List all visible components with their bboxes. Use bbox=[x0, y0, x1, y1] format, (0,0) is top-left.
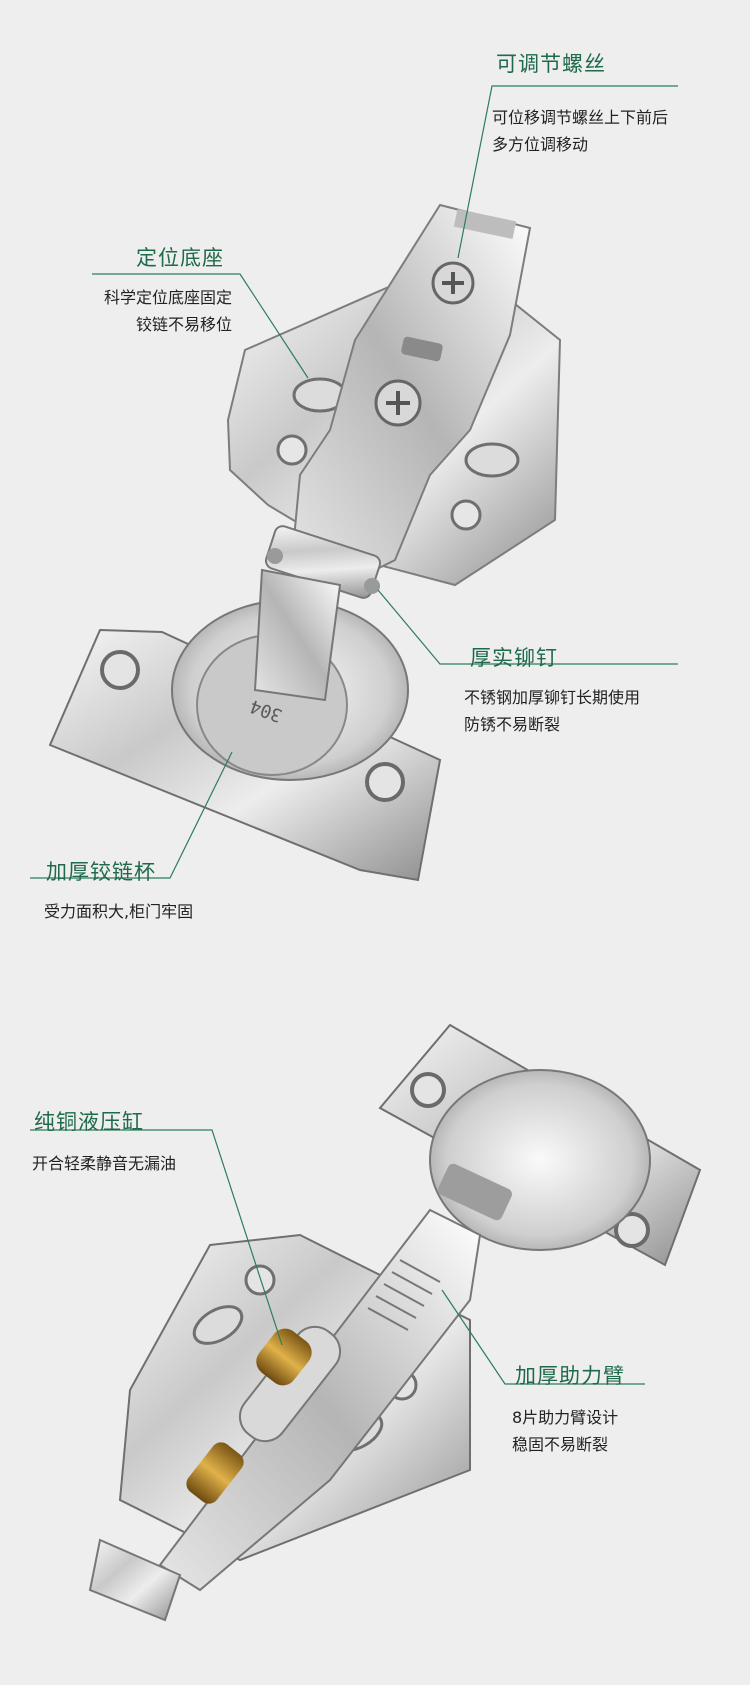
feature-desc-line: 开合轻柔静音无漏油 bbox=[32, 1154, 177, 1173]
bottom-hinge bbox=[88, 1023, 702, 1622]
feature-desc-line: 8片助力臂设计 bbox=[512, 1408, 619, 1427]
feature-desc-line: 科学定位底座固定 bbox=[103, 288, 232, 307]
feature-title-arm: 加厚助力臂 bbox=[515, 1364, 625, 1388]
feature-title-cup: 加厚铰链杯 bbox=[46, 860, 156, 884]
feature-desc-rivet: 不锈钢加厚铆钉长期使用 防锈不易断裂 bbox=[464, 684, 640, 738]
feature-desc-line: 可位移调节螺丝上下前后 bbox=[492, 108, 669, 127]
feature-desc-line: 稳固不易断裂 bbox=[512, 1435, 609, 1454]
feature-desc-cylinder: 开合轻柔静音无漏油 bbox=[32, 1150, 176, 1177]
feature-desc-line: 防锈不易断裂 bbox=[464, 715, 561, 734]
feature-title-base: 定位底座 bbox=[136, 246, 224, 270]
feature-title-adjust-screw: 可调节螺丝 bbox=[496, 52, 606, 76]
feature-desc-line: 多方位调移动 bbox=[492, 135, 589, 154]
feature-desc-line: 不锈钢加厚铆钉长期使用 bbox=[464, 688, 641, 707]
feature-desc-cup: 受力面积大,柜门牢固 bbox=[44, 898, 193, 925]
feature-desc-arm: 8片助力臂设计 稳固不易断裂 bbox=[512, 1404, 618, 1458]
callout-lines bbox=[30, 85, 678, 1385]
feature-desc-line: 受力面积大,柜门牢固 bbox=[44, 902, 194, 921]
top-hinge bbox=[48, 203, 562, 882]
feature-title-rivet: 厚实铆钉 bbox=[470, 646, 558, 670]
feature-desc-adjust-screw: 可位移调节螺丝上下前后 多方位调移动 bbox=[492, 104, 668, 158]
feature-desc-base: 科学定位底座固定 铰链不易移位 bbox=[60, 284, 232, 338]
feature-title-cylinder: 纯铜液压缸 bbox=[34, 1110, 144, 1134]
feature-desc-line: 铰链不易移位 bbox=[135, 315, 232, 334]
